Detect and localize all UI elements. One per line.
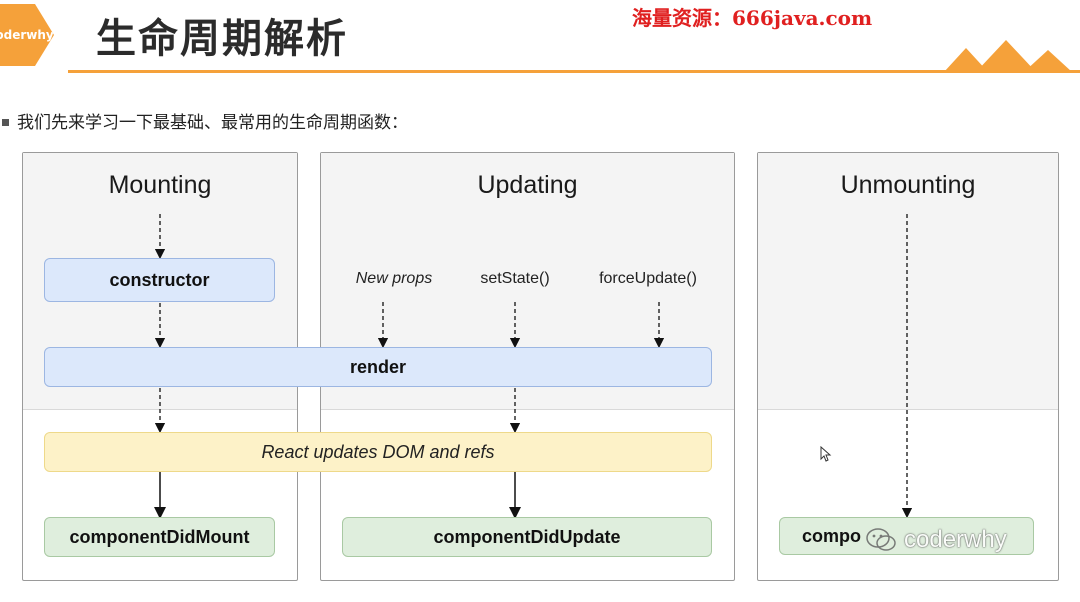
logo-text: coderwhy xyxy=(0,28,54,42)
wechat-watermark: coderwhy xyxy=(866,526,1007,554)
render-box: render xyxy=(44,347,712,387)
mounting-title: Mounting xyxy=(108,171,212,199)
intro-bullet: 我们先来学习一下最基础、最常用的生命周期函数： xyxy=(0,108,408,133)
page-title: 生命周期解析 xyxy=(96,16,348,62)
unmounting-title: Unmounting xyxy=(840,171,976,199)
will-unmount-label: compo xyxy=(802,525,862,546)
trigger-new-props: New props xyxy=(355,270,433,287)
trigger-force-update: forceUpdate() xyxy=(599,270,697,287)
resource-watermark: 海量资源：666java.com xyxy=(632,6,873,30)
component-did-mount-box: componentDidMount xyxy=(44,517,275,557)
decor-mountains-icon xyxy=(944,40,1072,72)
intro-text: 我们先来学习一下最基础、最常用的生命周期函数： xyxy=(17,113,408,133)
mouse-cursor-icon xyxy=(820,446,832,462)
component-will-unmount-box: compo xyxy=(779,517,1034,555)
wechat-icon xyxy=(866,528,896,551)
bullet-icon xyxy=(2,118,9,126)
constructor-box: constructor xyxy=(44,258,275,302)
updating-title: Updating xyxy=(477,171,578,199)
unmounting-render-phase xyxy=(758,153,1058,410)
wechat-watermark-text: coderwhy xyxy=(904,526,1007,553)
react-updates-dom-box: React updates DOM and refs xyxy=(44,432,712,472)
title-divider xyxy=(68,70,1080,73)
component-did-update-box: componentDidUpdate xyxy=(342,517,712,557)
trigger-set-state: setState() xyxy=(480,270,550,287)
